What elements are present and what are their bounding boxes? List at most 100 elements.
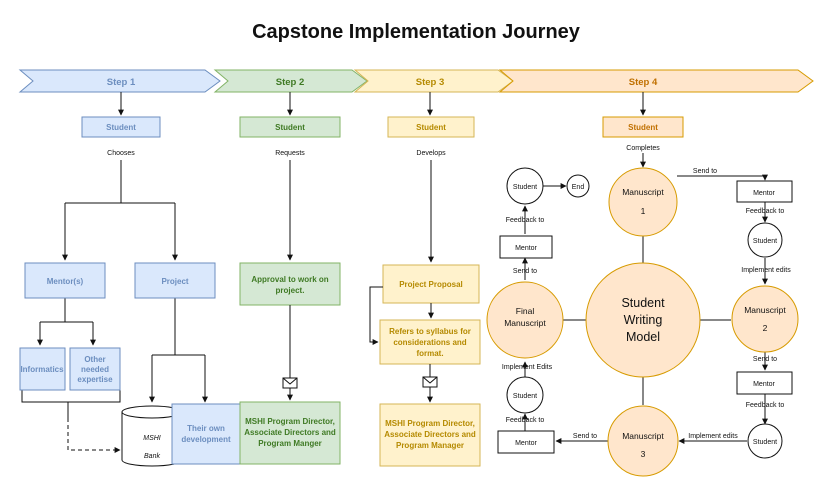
- step-3-section: Student Develops Project Proposal Refers…: [369, 116, 481, 467]
- center-line-2: Writing: [624, 313, 663, 327]
- envelope-icon: [282, 377, 298, 389]
- edge-develops: Develops: [416, 150, 446, 157]
- approval-line-1: Approval to work on: [251, 275, 328, 284]
- end-label: End: [572, 184, 585, 191]
- mshi-bank-line-1: MSHI: [143, 435, 161, 442]
- step-4-label: Step 4: [629, 77, 658, 88]
- student-right-top-label: Student: [753, 238, 777, 245]
- student-top-circle: [506, 167, 544, 205]
- step2-student-box: [239, 116, 341, 138]
- step1-student-label: Student: [106, 123, 136, 132]
- step4-student-label: Student: [628, 123, 658, 132]
- other-expertise-line-2: needed: [81, 365, 109, 374]
- step-2-label: Step 2: [276, 77, 305, 88]
- other-expertise-line-3: expertise: [77, 375, 113, 384]
- syllabus-line-2: considerations and: [393, 338, 466, 347]
- proposal-label: Project Proposal: [399, 280, 463, 289]
- step3-director-line-1: MSHI Program Director,: [385, 419, 475, 428]
- edge-feedback-to-4: Feedback to: [506, 217, 545, 224]
- mentor-right-bottom-label: Mentor: [753, 381, 775, 388]
- proposal-box: [382, 264, 480, 304]
- student-left-bottom-label: Student: [513, 393, 537, 400]
- project-label: Project: [161, 277, 188, 286]
- step-3-label: Step 3: [416, 77, 445, 88]
- student-right-bottom-label: Student: [753, 439, 777, 446]
- manuscript-3-circle: [607, 405, 679, 477]
- manuscript-2-circle: [731, 285, 799, 353]
- step3-director-line-3: Program Manager: [396, 441, 464, 450]
- edge-feedback-to-2: Feedback to: [746, 402, 785, 409]
- step-4-chevron: [498, 69, 814, 93]
- step-1-chevron: [18, 69, 221, 93]
- manuscript-1-line-1: Manuscript: [622, 187, 664, 197]
- mentor-bottom-left-label: Mentor: [515, 440, 537, 447]
- step1-student-box: [81, 116, 161, 138]
- step2-director-line-1: MSHI Program Director,: [245, 417, 335, 426]
- step3-student-label: Student: [416, 123, 446, 132]
- step2-student-label: Student: [275, 123, 305, 132]
- step-bar: Step 1 Step 2 Step 3 Step 4: [18, 69, 814, 93]
- edge-completes: Completes: [626, 145, 660, 152]
- other-expertise-line-1: Other: [84, 355, 105, 364]
- own-development-line-1: Their own: [187, 424, 225, 433]
- center-line-1: Student: [621, 296, 665, 310]
- project-box: [134, 262, 216, 299]
- edge-feedback-to-1: Feedback to: [746, 208, 785, 215]
- step3-student-box: [387, 116, 475, 138]
- student-right-top-circle: [747, 222, 783, 258]
- end-circle: [566, 174, 590, 198]
- mshi-bank-line-2: Bank: [144, 453, 160, 460]
- edge-implement-edits-1: Implement edits: [741, 267, 791, 274]
- edge-implement-edits-3: Implement Edits: [502, 364, 553, 371]
- mentor-bottom-left-box: [497, 430, 555, 454]
- manuscript-1-line-2: 1: [641, 206, 646, 216]
- syllabus-line-1: Refers to syllabus for: [389, 327, 471, 336]
- syllabus-line-3: format.: [416, 349, 443, 358]
- step-2-section: Student Requests Approval to work on pro…: [239, 116, 341, 465]
- student-top-label: Student: [513, 184, 537, 191]
- edge-chooses: Chooses: [107, 150, 135, 157]
- edge-feedback-to-3: Feedback to: [506, 417, 545, 424]
- step-4-section: Student Completes: [486, 116, 799, 477]
- manuscript-3-line-1: Manuscript: [622, 431, 664, 441]
- edge-send-to-4: Send to: [513, 268, 537, 275]
- edge-requests: Requests: [275, 150, 305, 157]
- manuscript-1-circle: [608, 167, 678, 237]
- syllabus-box: [379, 319, 481, 365]
- edge-send-to-1: Send to: [693, 168, 717, 175]
- step3-director-line-2: Associate Directors and: [384, 430, 476, 439]
- step-2-chevron: [213, 69, 368, 93]
- own-development-box: [171, 403, 241, 465]
- step2-director-line-3: Program Manger: [258, 439, 322, 448]
- step-1-section: Student Chooses Mentor(s) Project: [19, 116, 241, 467]
- step4-student-box: [602, 116, 684, 138]
- mentors-box: [24, 262, 106, 299]
- center-line-3: Model: [626, 330, 660, 344]
- mentor-right-top-box: [736, 180, 793, 203]
- step3-director-box: [379, 403, 481, 467]
- edge-send-to-3: Send to: [573, 433, 597, 440]
- approval-line-2: project.: [276, 286, 305, 295]
- step2-director-box: [239, 401, 341, 465]
- mentors-label: Mentor(s): [47, 277, 84, 286]
- diagram-title: Capstone Implementation Journey: [252, 21, 581, 43]
- edge-implement-edits-2: Implement edits: [688, 433, 738, 440]
- envelope-icon: [422, 376, 438, 388]
- final-manuscript-line-1: Final: [516, 306, 535, 316]
- step-1-label: Step 1: [107, 77, 136, 88]
- other-expertise-box: [69, 347, 121, 391]
- mentor-right-bottom-box: [736, 371, 793, 395]
- manuscript-3-line-2: 3: [641, 449, 646, 459]
- edge-send-to-2: Send to: [753, 356, 777, 363]
- step2-director-line-2: Associate Directors and: [244, 428, 336, 437]
- mshi-bank-cylinder: MSHI Bank: [121, 405, 183, 467]
- manuscript-2-line-1: Manuscript: [744, 305, 786, 315]
- mentor-left-top-label: Mentor: [515, 245, 537, 252]
- approval-box: [239, 262, 341, 306]
- writing-model-circle: [585, 262, 701, 378]
- informatics-box: [19, 347, 66, 391]
- mentor-left-top-box: [499, 235, 553, 259]
- step-3-chevron: [353, 69, 514, 93]
